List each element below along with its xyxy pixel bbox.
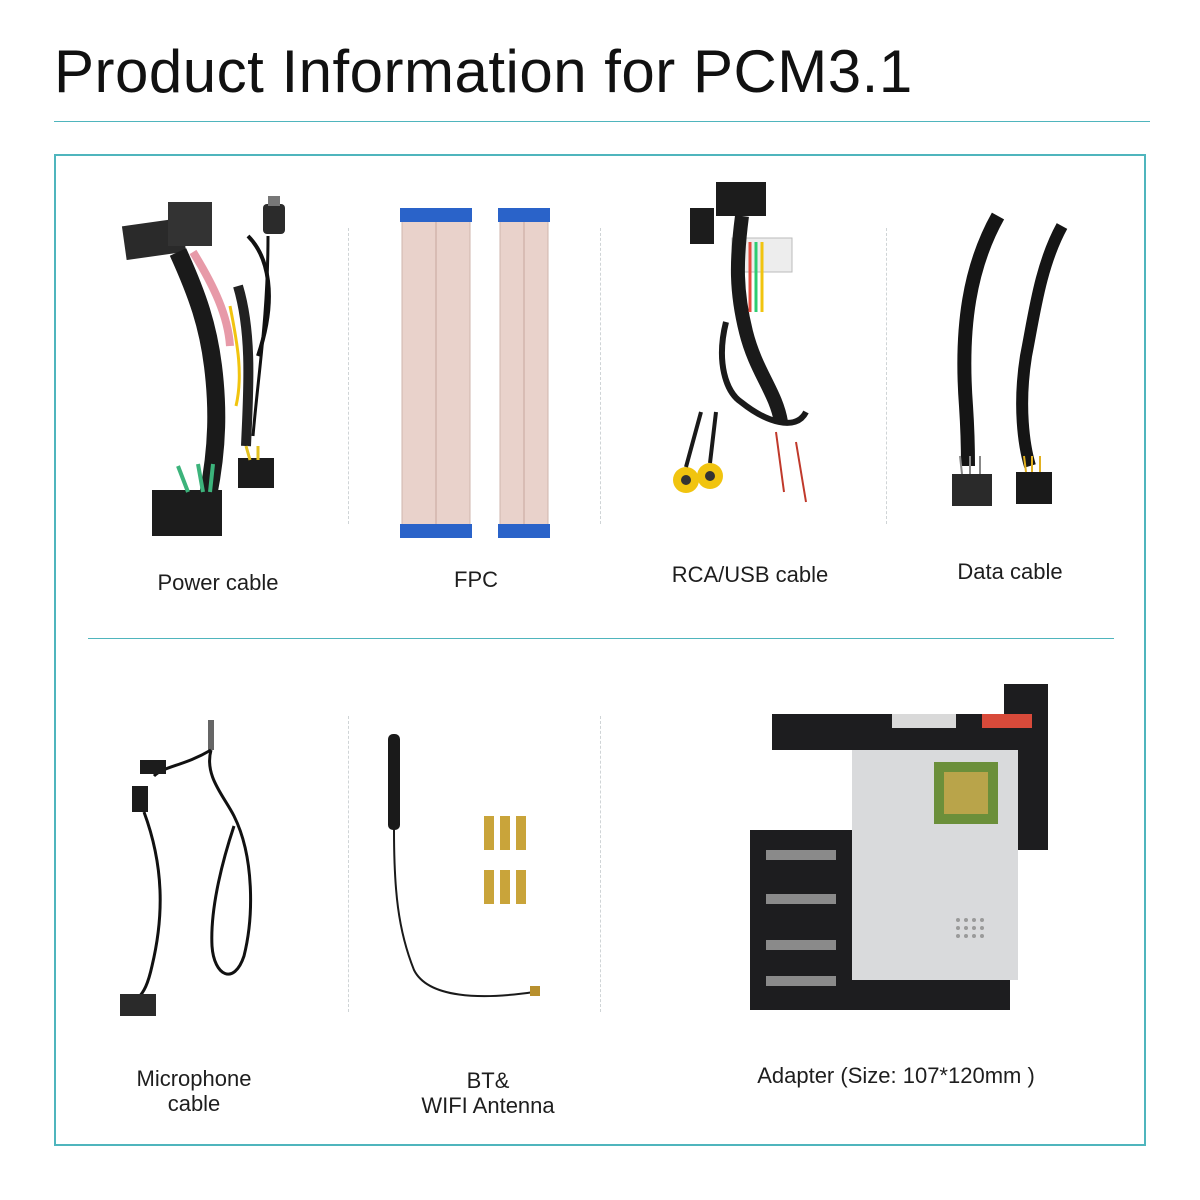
antenna-label-line1: BT& — [466, 1068, 510, 1093]
column-divider — [600, 716, 601, 1012]
data-cable-label: Data cable — [957, 559, 1063, 584]
data-cable-icon — [952, 212, 1068, 506]
rca-usb-label: RCA/USB cable — [671, 562, 829, 587]
adapter-item — [748, 680, 1054, 1014]
fpc-label: FPC — [454, 567, 498, 592]
antenna-icon — [388, 734, 540, 998]
data-cable-item — [940, 206, 1070, 510]
antenna-label-line2: WIFI Antenna — [421, 1092, 555, 1118]
fpc-item — [398, 206, 562, 542]
power-cable-item — [118, 196, 318, 548]
adapter-board-icon — [750, 684, 1048, 1010]
rca-usb-item — [656, 182, 828, 518]
microphone-cable-icon — [120, 720, 253, 1016]
column-divider — [600, 228, 601, 524]
power-cable-icon — [121, 196, 285, 536]
title-divider — [54, 121, 1150, 122]
antenna-item — [380, 730, 560, 1010]
microphone-label-line1: Microphone — [136, 1066, 252, 1091]
rca-usb-cable-icon — [673, 182, 809, 503]
power-cable-label: Power cable — [157, 570, 279, 595]
microphone-cable-item — [104, 716, 276, 1020]
column-divider — [348, 716, 349, 1012]
antenna-label: BT& WIFI Antenna — [388, 1068, 588, 1118]
adapter-label: Adapter (Size: 107*120mm ) — [757, 1063, 1035, 1088]
row-divider — [88, 638, 1114, 639]
microphone-label-line2: cable — [167, 1090, 221, 1116]
column-divider — [886, 228, 887, 524]
product-frame — [54, 154, 1146, 1146]
page-title: Product Information for PCM3.1 — [54, 38, 913, 105]
microphone-cable-label: Microphone cable — [94, 1066, 294, 1116]
column-divider — [348, 228, 349, 524]
fpc-ribbon-icon — [400, 208, 550, 538]
